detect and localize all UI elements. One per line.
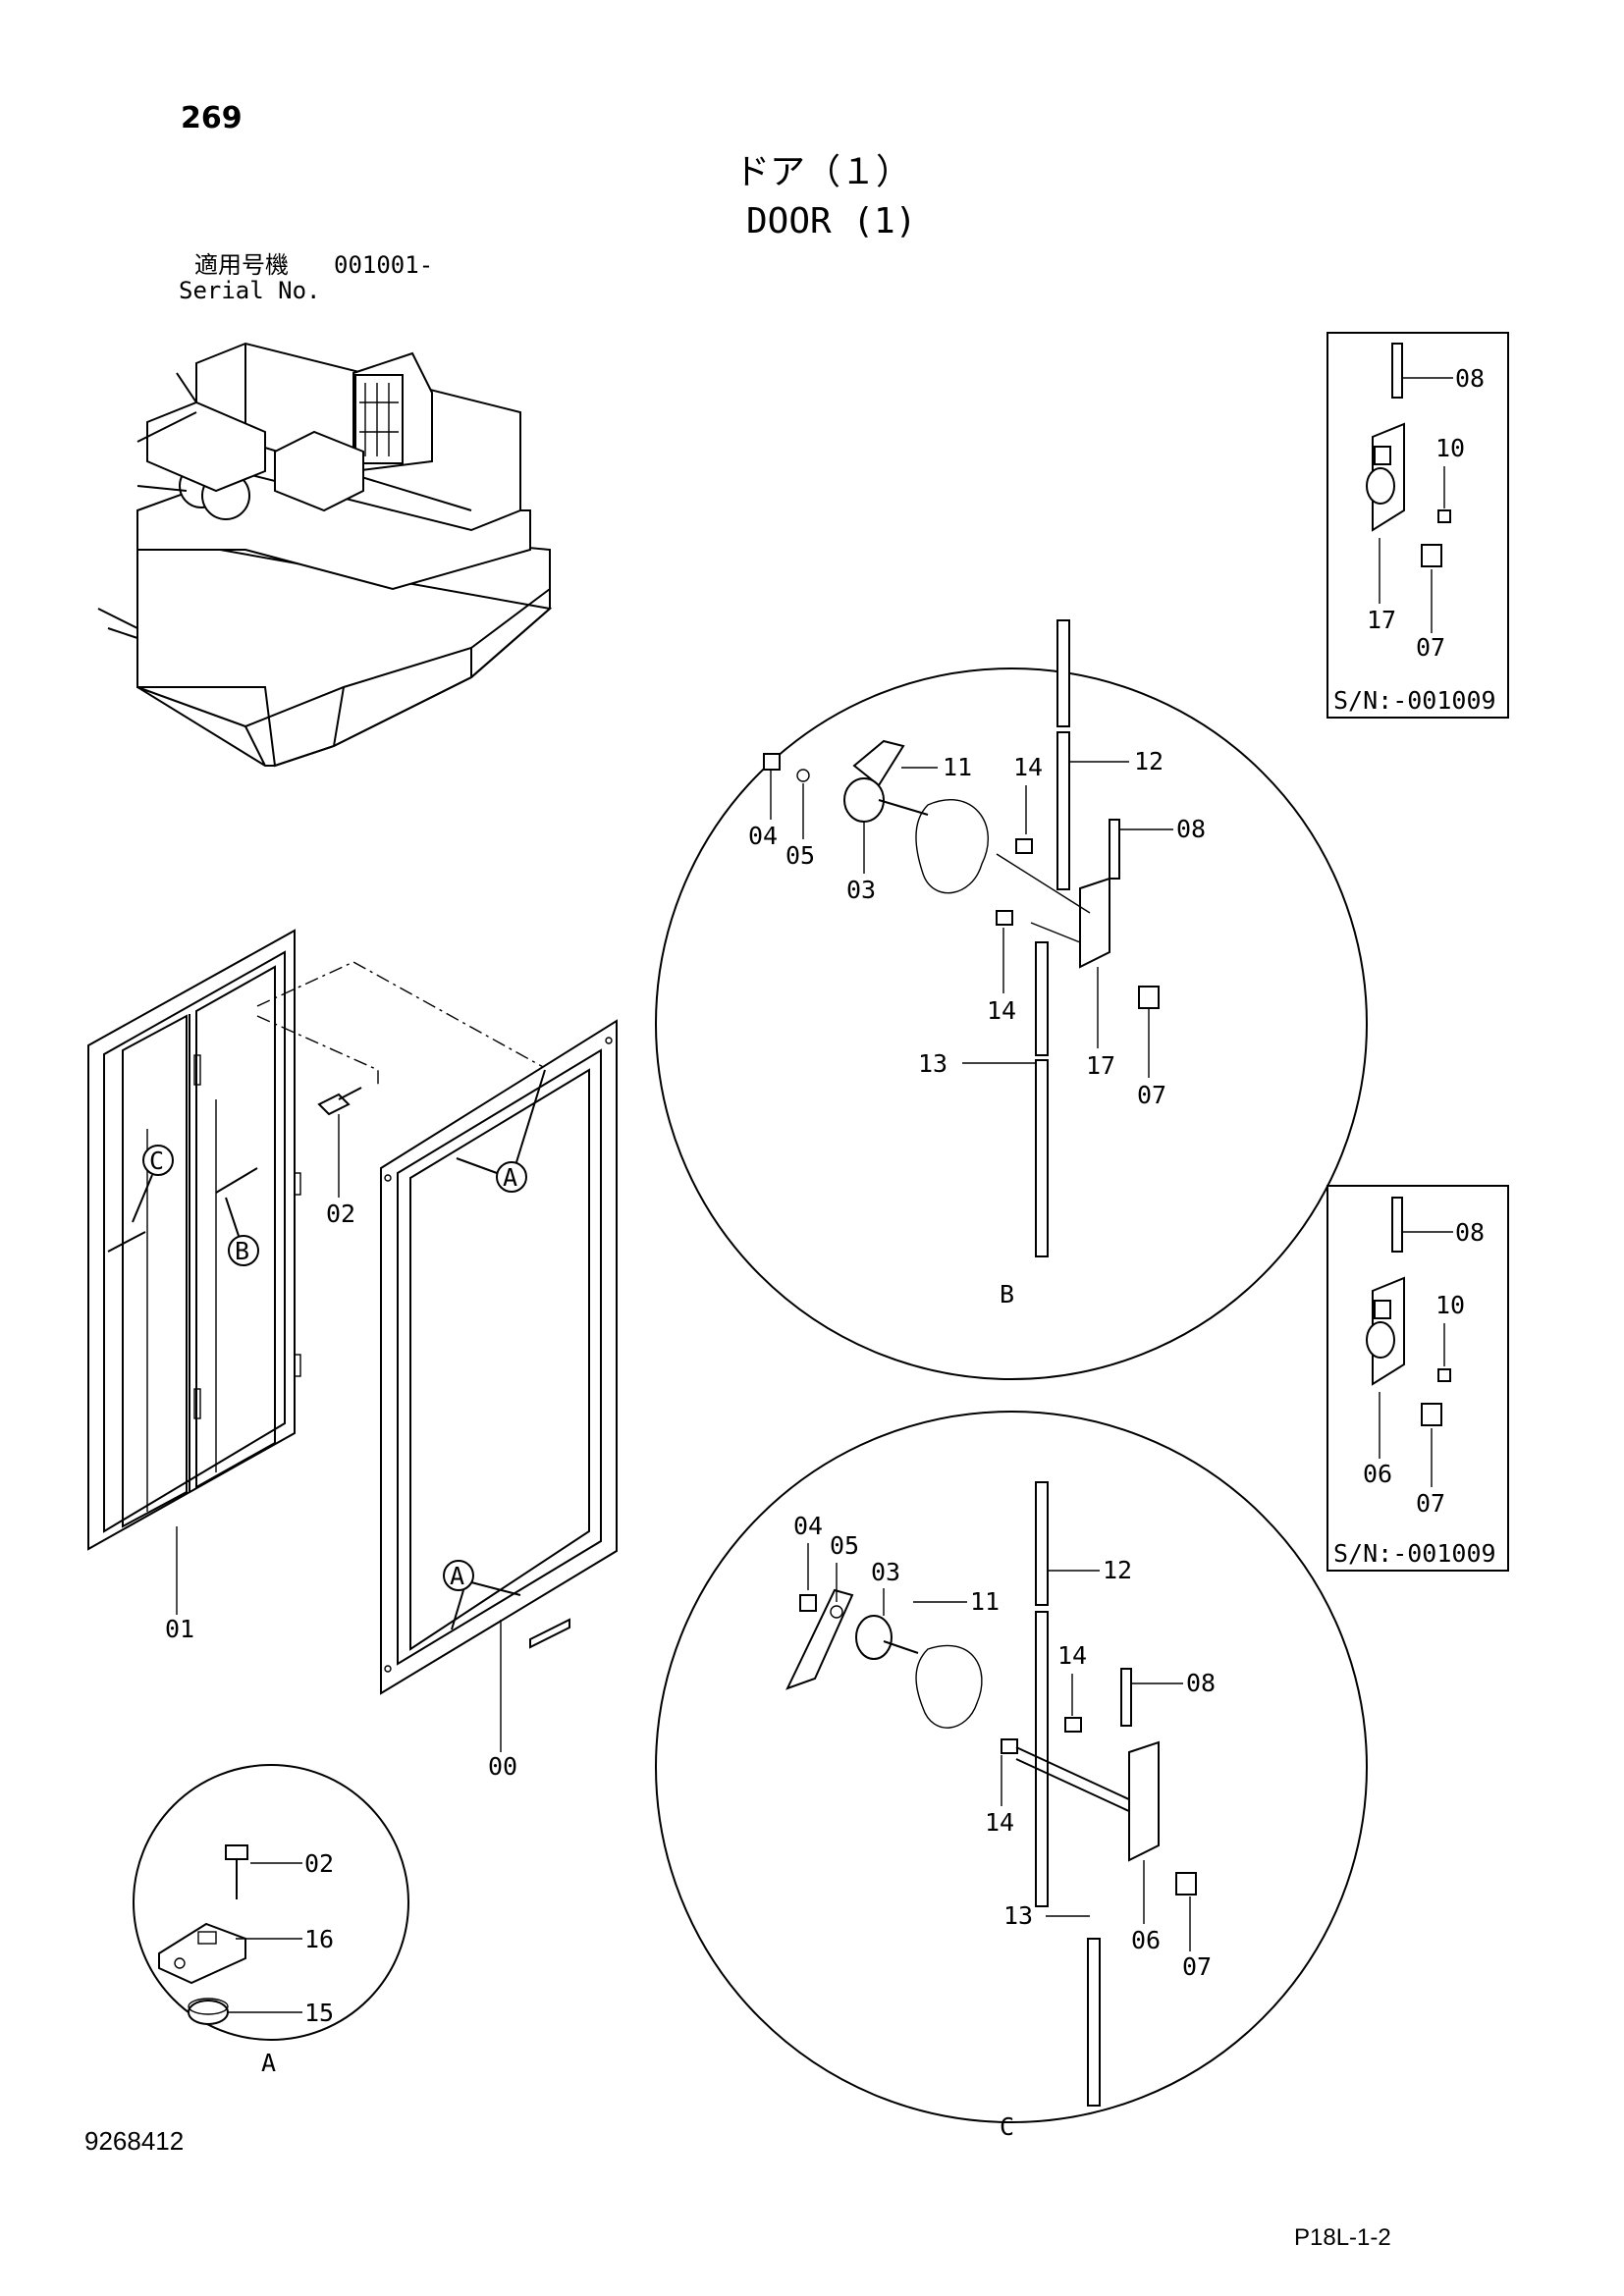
sheet-reference: P18L-1-2: [1294, 2224, 1391, 2251]
svg-text:08: 08: [1186, 1669, 1216, 1697]
document-number: 9268412: [84, 2126, 185, 2156]
bolt-02-icon: [317, 1087, 362, 1116]
svg-text:14: 14: [1057, 1641, 1087, 1670]
svg-text:10: 10: [1435, 434, 1465, 462]
ref-bubble-a-bottom: A: [443, 1560, 521, 1630]
vent-grille-icon: [354, 374, 404, 464]
callout-01: 01: [165, 1615, 194, 1643]
svg-text:03: 03: [846, 876, 876, 904]
ref-bubble-a-top: A: [456, 1069, 546, 1193]
svg-text:05: 05: [830, 1531, 859, 1560]
svg-text:14: 14: [985, 1808, 1014, 1837]
svg-text:A: A: [261, 2049, 276, 2077]
svg-text:11: 11: [970, 1587, 1000, 1616]
inset-box-2: 08 10 06 07 S/N:-001009: [1326, 1185, 1509, 1572]
svg-text:13: 13: [1003, 1901, 1033, 1930]
serial-label-japanese: 適用号機: [194, 251, 289, 279]
machine-overview: [97, 342, 553, 768]
detail-circle-c: 11 04 05 03 12 14 08 14 13 06 07 C: [655, 1411, 1368, 2141]
serial-range: 001001-: [334, 251, 434, 279]
svg-text:08: 08: [1176, 815, 1206, 843]
svg-text:A: A: [450, 1562, 464, 1590]
detail-circle-a: 02 16 15 A: [133, 1764, 409, 2077]
svg-text:14: 14: [987, 996, 1016, 1025]
title-japanese: ドア（１）: [734, 152, 912, 192]
title-english: DOOR (1): [746, 201, 917, 241]
callout-00: 00: [488, 1752, 517, 1781]
svg-text:C: C: [1000, 2112, 1014, 2141]
svg-text:07: 07: [1416, 633, 1445, 662]
detail-circle-b: 11 04 05 03 14 12 08 14 13 17 07 B: [655, 619, 1368, 1380]
svg-text:04: 04: [748, 822, 778, 850]
svg-text:12: 12: [1134, 747, 1164, 775]
serial-label-english: Serial No.: [179, 277, 321, 304]
svg-text:S/N:-001009: S/N:-001009: [1333, 686, 1496, 715]
svg-text:04: 04: [793, 1512, 823, 1540]
inset-box-1: 08 10 17 07 S/N:-001009: [1326, 332, 1509, 719]
svg-text:S/N:-001009: S/N:-001009: [1333, 1539, 1496, 1568]
svg-text:A: A: [503, 1163, 517, 1192]
svg-text:07: 07: [1137, 1081, 1166, 1109]
door-frame-01: [87, 929, 301, 1551]
page-number: 269: [181, 101, 243, 135]
svg-text:10: 10: [1435, 1291, 1465, 1319]
svg-text:08: 08: [1455, 364, 1485, 393]
svg-text:16: 16: [304, 1925, 334, 1953]
svg-text:02: 02: [304, 1849, 334, 1878]
svg-text:13: 13: [918, 1049, 947, 1078]
door-panel-00: [380, 1019, 618, 1695]
svg-text:06: 06: [1363, 1460, 1392, 1488]
svg-text:12: 12: [1103, 1556, 1132, 1584]
svg-text:11: 11: [943, 753, 972, 781]
svg-text:03: 03: [871, 1558, 900, 1586]
svg-text:06: 06: [1131, 1926, 1161, 1954]
ref-bubble-b: B: [225, 1197, 259, 1266]
svg-text:15: 15: [304, 1999, 334, 2027]
svg-text:08: 08: [1455, 1218, 1485, 1247]
svg-text:05: 05: [785, 841, 815, 870]
svg-text:17: 17: [1086, 1051, 1115, 1080]
ref-bubble-c: C: [132, 1145, 174, 1223]
bolt-icon: [225, 1844, 248, 1899]
svg-text:07: 07: [1416, 1489, 1445, 1518]
svg-text:07: 07: [1182, 1952, 1212, 1981]
svg-text:B: B: [1000, 1280, 1014, 1308]
svg-text:17: 17: [1367, 606, 1396, 634]
svg-text:14: 14: [1013, 753, 1043, 781]
svg-text:B: B: [235, 1237, 249, 1265]
callout-02: 02: [326, 1200, 355, 1228]
svg-text:C: C: [149, 1147, 164, 1175]
